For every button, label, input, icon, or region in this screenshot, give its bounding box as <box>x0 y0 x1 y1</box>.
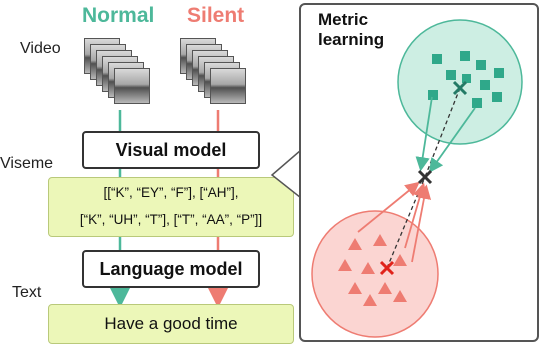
viseme-box: [[“K”, “EY”, “F”], [“AH”], [“K”, “UH”, “… <box>48 177 294 237</box>
silent-column-title: Silent <box>187 4 245 27</box>
video-label: Video <box>20 40 61 57</box>
language-model-box: Language model <box>82 250 260 288</box>
target-marker <box>417 169 433 185</box>
normal-cluster <box>397 19 523 145</box>
normal-video-frames <box>84 38 154 110</box>
normal-centroid-marker <box>452 80 468 96</box>
silent-embeddings <box>338 234 407 306</box>
viseme-line-1: [[“K”, “EY”, “F”], [“AH”], <box>103 185 239 200</box>
viseme-label: Viseme <box>0 155 54 172</box>
metric-title-line-1: Metric <box>318 10 369 29</box>
viseme-line-2: [“K”, “UH”, “T”], [“T”, “AA”, “P”]] <box>79 212 263 227</box>
silent-centroid-marker <box>379 260 395 276</box>
silent-video-frames <box>180 38 250 110</box>
normal-column-title: Normal <box>82 4 155 27</box>
metric-title-line-2: learning <box>318 30 385 49</box>
text-label: Text <box>12 284 42 301</box>
output-text-box: Have a good time <box>48 304 294 344</box>
visual-model-box: Visual model <box>82 131 260 169</box>
metric-learning-plot <box>311 19 523 338</box>
normal-embeddings <box>428 51 504 108</box>
metric-learning-title: Metric learning <box>318 10 384 50</box>
callout-pointer <box>270 150 302 200</box>
